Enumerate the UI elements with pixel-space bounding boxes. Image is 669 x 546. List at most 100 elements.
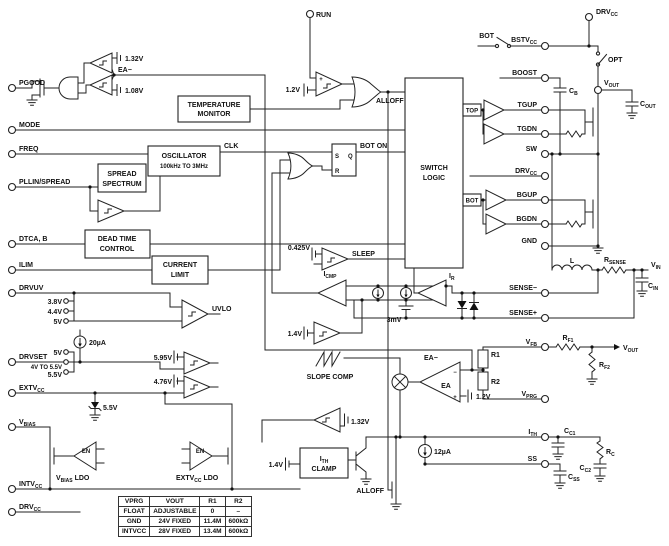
pin-terminals [7, 9, 603, 517]
label-r1: R1 [491, 352, 500, 359]
current-limit-line2: LIMIT [171, 272, 190, 279]
pin-label-pllin: PLLIN/SPREAD [19, 179, 70, 186]
pin-ilim [7, 265, 17, 275]
capacitor-cb [553, 87, 567, 93]
capacitor-css [553, 470, 567, 476]
ref-1v2-ea: 1.2V [476, 394, 491, 401]
ir-comparator [416, 279, 447, 307]
ref-1v2-run: 1.2V [286, 87, 301, 94]
ref-5v-set: 5V [53, 350, 62, 357]
pin-label-pgood: PGOOD [19, 80, 45, 87]
resistor-r1 [477, 349, 489, 369]
pin-label-drvcc-right: DRVCC [515, 168, 537, 177]
label-cin: CIN [648, 283, 658, 292]
label-cout: COUT [640, 101, 656, 110]
bottom-mosfet [592, 195, 599, 233]
run-plus: + [319, 77, 323, 83]
battery-1v2-run [303, 83, 308, 97]
label-slope-comp: SLOPE COMP [307, 374, 354, 381]
oscillator-line1: OSCILLATOR [162, 153, 207, 160]
pgood-and-gate [58, 76, 79, 100]
label-rf1: RF1 [563, 335, 574, 344]
label-en-left: EN [82, 449, 90, 455]
tgdn-gate-resistor [565, 130, 583, 138]
uvlo-comparator [181, 299, 210, 329]
labels: PGOOD MODE FREQ PLLIN/SPREAD DTCA, B ILI… [19, 9, 661, 513]
zener-5v5 [88, 402, 102, 412]
top-label-box [462, 103, 482, 117]
junction-dots [48, 44, 644, 491]
pin-drvset [7, 357, 17, 367]
error-amp [418, 361, 461, 403]
components [26, 36, 649, 510]
opt-switch [595, 51, 608, 67]
label-opt: OPT [608, 57, 623, 64]
pin-label-tgdn: TGDN [517, 126, 537, 133]
pin-drvcc-right [540, 171, 550, 181]
ith-clamp-block [299, 447, 349, 479]
pin-label-run: RUN [316, 12, 331, 19]
sr-latch [331, 143, 357, 177]
drvset-comparator-high [183, 351, 212, 375]
temperature-monitor-block [177, 95, 251, 123]
label-ir: IR [449, 273, 455, 282]
resistor-rc [596, 440, 604, 460]
label-top-box: TOP [466, 109, 478, 115]
pin-ss [540, 459, 550, 469]
oscillator-block [147, 145, 221, 177]
label-cc2: CC2 [580, 465, 592, 474]
vbias-ldo-amp [73, 441, 97, 471]
ref-0v425: 0.425V [288, 245, 311, 252]
vprg-table: VPRG VOUT R1 R2 FLOAT ADJUSTABLE 0 – GND… [117, 496, 253, 537]
pin-drvuv [7, 288, 17, 298]
extvcc-pass-fet [227, 443, 233, 469]
pin-label-vprg: VPRG [521, 391, 537, 400]
pin-label-drvset: DRVSET [19, 354, 48, 361]
pin-sw [540, 149, 550, 159]
switch-logic-line1: SWITCH [420, 165, 448, 172]
label-rsense: RSENSE [604, 257, 627, 266]
capacitor-cin [635, 277, 649, 283]
ith-clamp-line1: ITH [320, 456, 329, 465]
pin-dtcab [7, 239, 17, 249]
pin-freq [7, 149, 17, 159]
latch-q: Q [348, 154, 353, 160]
pin-label-mode: MODE [19, 122, 40, 129]
battery-1v32-1v08 [116, 52, 121, 96]
pin-label-ith: ITH [528, 429, 537, 438]
label-sleep: SLEEP [352, 251, 375, 258]
pin-vfb [540, 342, 550, 352]
pin-run [305, 9, 315, 19]
pin-vbias [7, 422, 17, 432]
label-css: CSS [568, 474, 580, 483]
bot-label-box [462, 193, 482, 207]
label-bot-on: BOT ON [360, 143, 387, 150]
ref-5v5-set: 5.5V [48, 372, 63, 379]
pin-tgup [540, 105, 550, 115]
pin-bstvcc [540, 41, 550, 51]
ref-1v32-extvcc: 1.32V [351, 419, 370, 426]
pin-pgood [7, 83, 17, 93]
current-limit-block [151, 255, 209, 285]
label-icmp: ICMP [323, 271, 337, 280]
label-rc: RC [606, 449, 615, 458]
pin-label-ilim: ILIM [19, 262, 33, 269]
label-en-right: EN [196, 449, 204, 455]
label-vout-fb: VOUT [623, 345, 638, 354]
alloff-or-gate [351, 76, 382, 108]
pin-label-dtcab: DTCA, B [19, 236, 47, 243]
ref-4v76: 4.76V [154, 379, 173, 386]
bgdn-driver [485, 213, 508, 235]
pin-bgup [540, 195, 550, 205]
capacitor-cout [625, 101, 639, 107]
extvcc-ldo-label: EXTVCC LDO [176, 475, 219, 484]
latch-r: R [335, 169, 340, 175]
tgup-driver [483, 99, 506, 121]
label-bot-box: BOT [466, 199, 479, 205]
pin-pllin [7, 182, 17, 192]
temp-monitor-line1: TEMPERATURE [188, 102, 241, 109]
resistor-rf2 [588, 351, 596, 373]
pin-label-sw: SW [526, 146, 538, 153]
ref-1v32: 1.32V [125, 56, 144, 63]
